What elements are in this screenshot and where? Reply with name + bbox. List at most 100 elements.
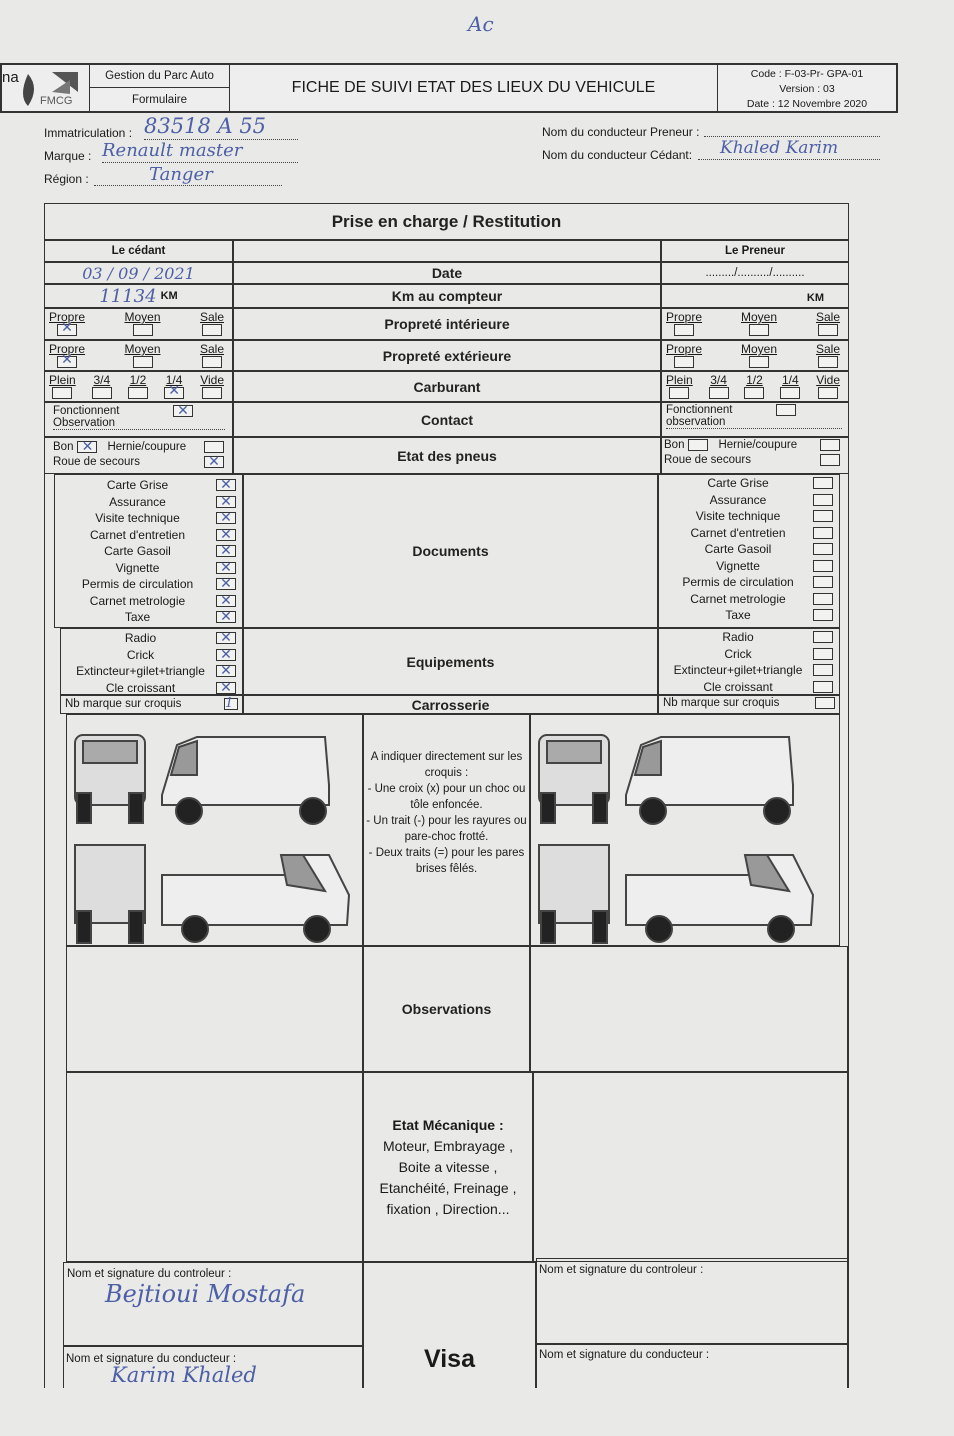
fonctionnent-label: Fonctionnent	[666, 404, 733, 416]
checklist-checkbox[interactable]	[813, 510, 833, 523]
option-checkbox[interactable]	[57, 353, 78, 368]
preneur-etat-mecanique[interactable]	[533, 1072, 848, 1262]
immatriculation-field[interactable]: 83518 A 55	[144, 114, 298, 140]
checklist-label: Vignette	[115, 560, 160, 575]
checklist-checkbox[interactable]	[813, 477, 833, 490]
checklist-checkbox[interactable]	[216, 646, 236, 663]
checklist-checkbox[interactable]	[216, 542, 236, 559]
checklist-checkbox[interactable]	[216, 476, 236, 493]
fonctionnent-checkbox[interactable]	[173, 402, 193, 419]
handwritten-mark: Ac	[468, 12, 494, 36]
roue-secours-checkbox[interactable]	[820, 454, 840, 466]
roue-secours-checkbox[interactable]	[204, 453, 224, 470]
hernie-checkbox[interactable]	[204, 441, 224, 453]
option-checkbox[interactable]	[52, 387, 73, 399]
visa-label: Visa	[363, 1262, 536, 1388]
checklist-checkbox[interactable]	[216, 509, 236, 526]
option-label: 1/2	[746, 373, 763, 387]
checklist-label: Assurance	[709, 492, 767, 507]
checklist-item: Crick	[61, 646, 242, 664]
option-checkbox[interactable]	[669, 387, 690, 399]
checklist-checkbox[interactable]	[216, 592, 236, 609]
option-checkbox[interactable]	[674, 356, 695, 368]
checklist-checkbox[interactable]	[216, 559, 236, 576]
option-checkbox[interactable]	[817, 356, 838, 368]
option-checkbox[interactable]	[132, 324, 153, 336]
checklist-label: Crick	[126, 647, 155, 662]
nb-marque-field[interactable]: 1	[224, 697, 238, 710]
preneur-km-field[interactable]: KM	[661, 284, 849, 308]
checklist-checkbox[interactable]	[216, 575, 236, 592]
preneur-observations[interactable]	[530, 946, 848, 1072]
checklist-checkbox[interactable]	[216, 608, 236, 625]
preneur-header: Le Preneur	[661, 240, 849, 262]
cedant-observations[interactable]	[66, 946, 363, 1072]
option-checkbox[interactable]	[780, 387, 801, 399]
checklist-checkbox[interactable]	[813, 592, 833, 605]
preneur-field[interactable]	[704, 122, 880, 137]
option: 1/4	[780, 374, 801, 399]
option-checkbox[interactable]	[164, 384, 185, 399]
checklist-checkbox[interactable]	[813, 680, 833, 693]
checklist-checkbox[interactable]	[813, 559, 833, 572]
cedant-signature-controleur[interactable]: Nom et signature du controleur : Bejtiou…	[63, 1262, 363, 1346]
option: Sale	[816, 311, 840, 336]
cedant-signature-conducteur[interactable]: Nom et signature du conducteur : Karim K…	[63, 1346, 363, 1388]
preneur-signature-conducteur[interactable]: Nom et signature du conducteur :	[536, 1344, 848, 1388]
option-checkbox[interactable]	[749, 324, 769, 336]
etat-mecanique-label: Etat Mécanique : Moteur, Embrayage , Boi…	[363, 1072, 533, 1262]
option-checkbox[interactable]	[91, 387, 112, 399]
option: Sale	[200, 311, 224, 336]
option-checkbox[interactable]	[749, 356, 769, 368]
doc-version: Version : 03	[779, 83, 835, 95]
checklist-checkbox[interactable]	[216, 679, 236, 696]
checklist-label: Visite technique	[95, 511, 180, 526]
checklist-checkbox[interactable]	[813, 543, 833, 556]
option-checkbox[interactable]	[127, 387, 148, 399]
option-checkbox[interactable]	[674, 324, 695, 336]
checklist-checkbox[interactable]	[216, 662, 236, 679]
option-checkbox[interactable]	[817, 324, 838, 336]
preneur-date-field[interactable]: ........./........../..........	[661, 262, 849, 284]
cedant-croquis[interactable]	[66, 714, 363, 946]
option-checkbox[interactable]	[818, 387, 839, 399]
checklist-checkbox[interactable]	[813, 609, 833, 622]
option-checkbox[interactable]	[201, 356, 222, 368]
checklist-item: Permis de circulation	[659, 574, 839, 591]
cedant-etat-mecanique[interactable]	[66, 1072, 363, 1262]
fonctionnent-checkbox[interactable]	[776, 404, 796, 416]
bon-checkbox[interactable]	[688, 439, 709, 451]
preneur-signature-controleur[interactable]: Nom et signature du controleur :	[536, 1258, 848, 1344]
nb-marque-field[interactable]	[815, 697, 835, 709]
checklist-checkbox[interactable]	[216, 629, 236, 646]
roue-secours-label: Roue de secours	[53, 456, 140, 468]
cedant-date-field[interactable]: 03 / 09 / 2021	[44, 262, 233, 284]
option-checkbox[interactable]	[744, 387, 765, 399]
option-checkbox[interactable]	[201, 324, 222, 336]
option-label: 3/4	[710, 373, 727, 387]
option-checkbox[interactable]	[132, 356, 153, 368]
km-unit: KM	[806, 292, 824, 304]
checklist-checkbox[interactable]	[813, 576, 833, 589]
checklist-checkbox[interactable]	[216, 526, 236, 543]
signature-controleur-label: Nom et signature du controleur :	[67, 1268, 232, 1280]
option-checkbox[interactable]	[57, 321, 78, 336]
checklist-checkbox[interactable]	[813, 526, 833, 539]
option-checkbox[interactable]	[202, 387, 223, 399]
option-label: Plein	[49, 373, 76, 387]
checklist-checkbox[interactable]	[216, 493, 236, 510]
checklist-checkbox[interactable]	[813, 493, 833, 506]
region-field[interactable]: Tanger	[94, 164, 282, 186]
option-checkbox[interactable]	[708, 387, 729, 399]
preneur-croquis[interactable]	[530, 714, 840, 946]
checklist-checkbox[interactable]	[813, 647, 833, 660]
cedant-field[interactable]: Khaled Karim	[698, 138, 880, 160]
hernie-checkbox[interactable]	[820, 439, 840, 451]
checklist-checkbox[interactable]	[813, 631, 833, 644]
marque-field[interactable]: Renault master	[102, 140, 298, 163]
bon-checkbox[interactable]	[77, 438, 98, 455]
checklist-checkbox[interactable]	[813, 664, 833, 677]
